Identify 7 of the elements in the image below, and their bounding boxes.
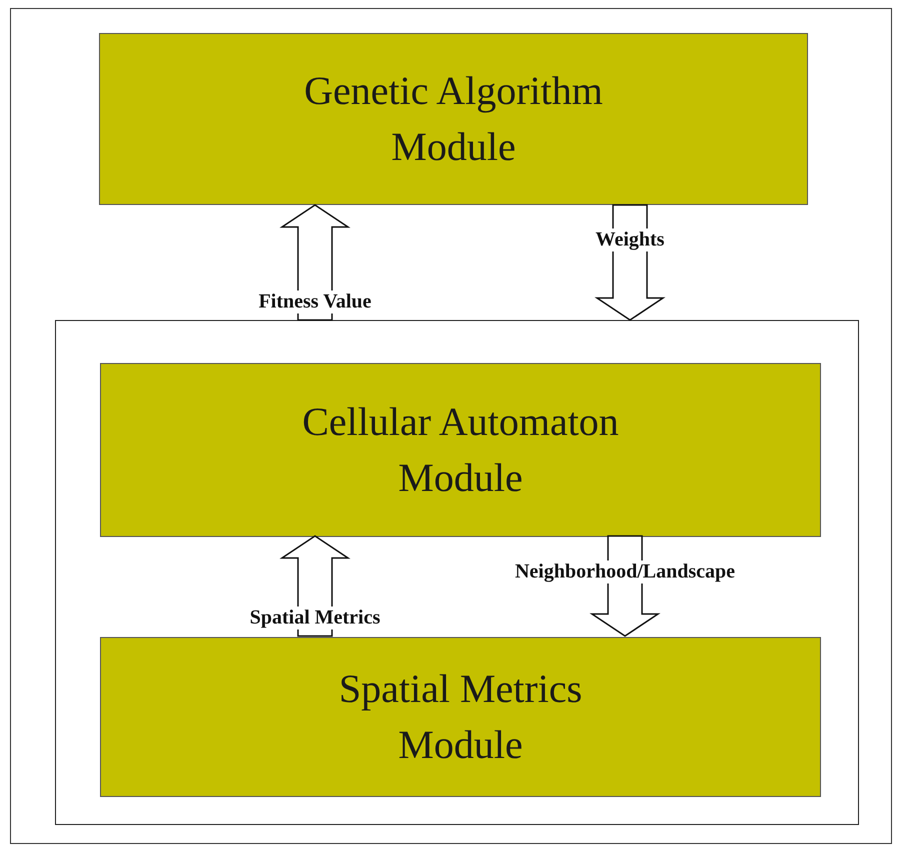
module-box bbox=[100, 637, 821, 797]
module-title: Spatial Metrics Module bbox=[338, 665, 584, 769]
module-box bbox=[100, 363, 821, 537]
container-box bbox=[55, 320, 859, 825]
module-title: Genetic Algorithm Module bbox=[303, 67, 604, 171]
module-title: Cellular Automaton Module bbox=[301, 398, 620, 502]
module-box bbox=[99, 33, 808, 205]
